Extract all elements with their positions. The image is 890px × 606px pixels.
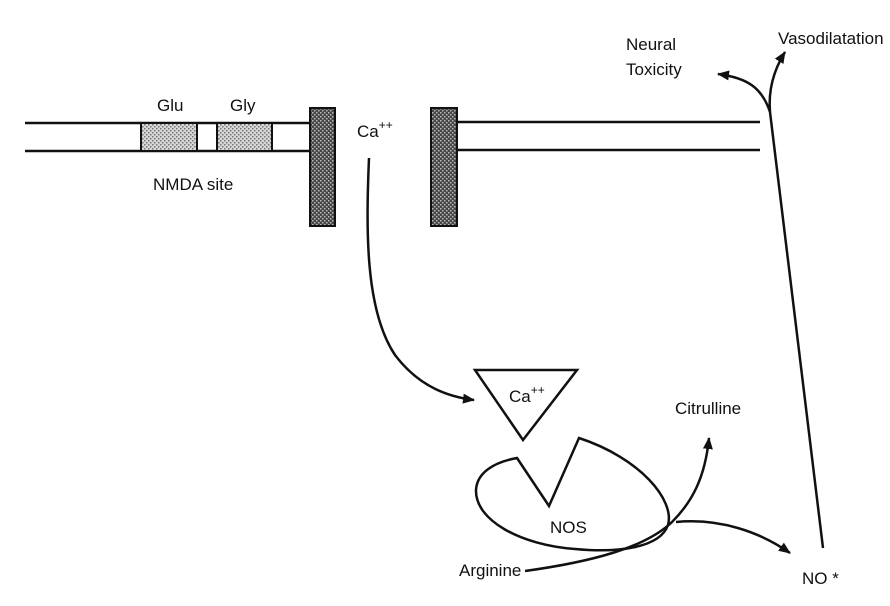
nos-to-no-arrow [675,520,791,555]
calcium-bound-label: Ca++ [509,383,545,406]
neural-toxicity-arrow [717,70,772,113]
no-effects-line [768,111,825,549]
vasodilatation-label: Vasodilatation [778,29,884,48]
vasodilatation-arrow [768,51,787,113]
calcium-ion-charge: ++ [379,118,393,132]
channel-wall-left [309,107,336,227]
channel-wall-right [430,107,458,227]
nitric-oxide-label: NO * [802,569,839,588]
glu-label: Glu [157,96,183,115]
calcium-ion-label: Ca++ [357,118,393,141]
arginine-label: Arginine [459,561,521,580]
calcium-bound-symbol: Ca [509,387,531,406]
neural-toxicity-label-line2: Toxicity [626,60,682,79]
glycine-binding-site [216,122,273,152]
nos-label: NOS [550,518,587,537]
nmda-site-label: NMDA site [153,175,233,194]
arginine-to-citrulline-arrow [524,437,713,573]
calcium-influx-arrow [366,157,475,404]
nos-enzyme-shape [474,436,671,552]
gly-label: Gly [230,96,256,115]
citrulline-label: Citrulline [675,399,741,418]
neural-toxicity-label-line1: Neural [626,35,676,54]
calcium-ion-symbol: Ca [357,122,379,141]
calmodulin-triangle [472,368,580,443]
calcium-bound-charge: ++ [531,383,545,397]
glutamate-binding-site [140,122,198,152]
